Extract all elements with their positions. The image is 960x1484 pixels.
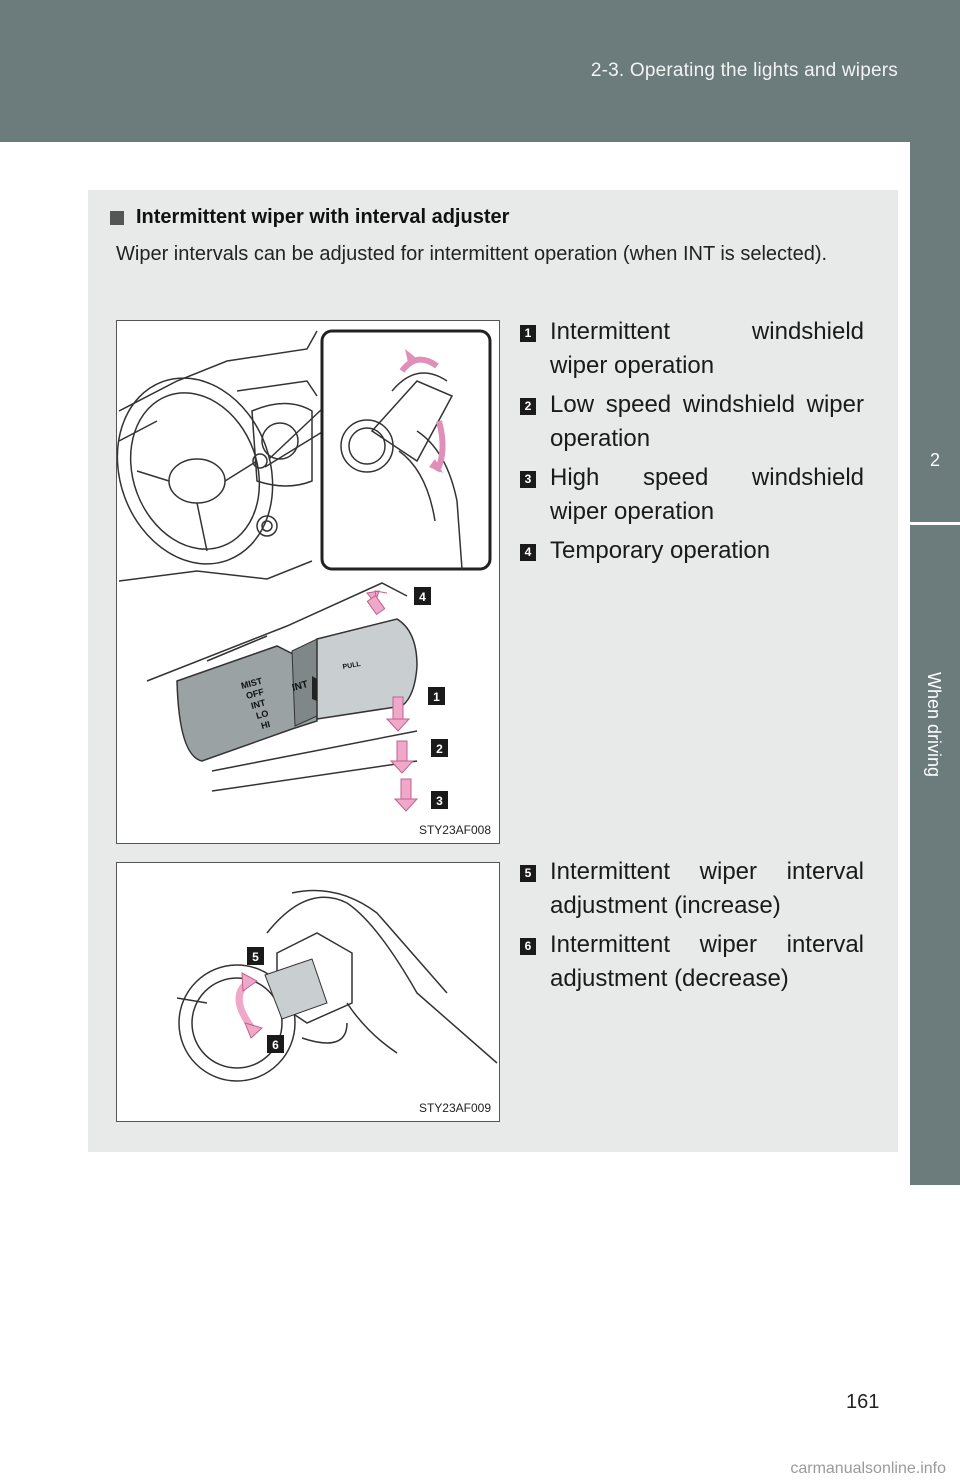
- figure-interval-adjuster: 5 6 STY23AF009: [116, 862, 500, 1122]
- item-number-badge: 2: [520, 398, 536, 415]
- list-item: 2 Low speed windshield wiper operation: [520, 388, 864, 456]
- stalk-label-off: OFF: [245, 686, 265, 700]
- figure-code: STY23AF009: [418, 1101, 491, 1115]
- item-text-line1: Intermittent wiper interval: [550, 858, 864, 885]
- callout-5: 5: [247, 947, 264, 965]
- callout-2: 2: [431, 739, 448, 757]
- wiper-stalk-illustration: MIST OFF INT LO HI INT PULL 4 1: [116, 329, 492, 812]
- item-list-interval: 5 Intermittent wiper interval adjustment…: [520, 855, 864, 1001]
- item-text-line1: Intermittent windshield: [550, 318, 864, 345]
- svg-text:3: 3: [436, 794, 443, 808]
- box-heading: Intermittent wiper with interval adjuste…: [110, 206, 509, 229]
- svg-text:5: 5: [252, 950, 259, 964]
- stalk-knob[interactable]: [316, 618, 418, 720]
- item-number-badge: 4: [520, 544, 536, 561]
- figure-code: STY23AF008: [418, 823, 491, 837]
- inset-frame: [320, 329, 492, 571]
- svg-text:4: 4: [419, 590, 426, 604]
- stalk-label-int: INT: [250, 697, 267, 711]
- list-item: 6 Intermittent wiper interval adjustment…: [520, 928, 864, 996]
- chapter-tab-bottom: [910, 522, 960, 1185]
- page-number: 161: [846, 1391, 880, 1413]
- list-item: 3 High speed windshield wiper operation: [520, 461, 864, 529]
- info-box: Intermittent wiper with interval adjuste…: [88, 190, 898, 1152]
- item-list-operations: 1 Intermittent windshield wiper operatio…: [520, 315, 864, 573]
- chapter-number: 2: [929, 450, 940, 470]
- item-text-line2: operation: [550, 425, 651, 452]
- item-text-line2: wiper operation: [550, 352, 715, 379]
- chapter-name: When driving: [924, 672, 944, 778]
- item-text-line1: Intermittent wiper interval: [550, 931, 864, 958]
- item-text-line2: wiper operation: [550, 498, 715, 525]
- stalk-label-lo: LO: [255, 708, 270, 721]
- svg-text:2: 2: [436, 742, 443, 756]
- list-item: 4 Temporary operation: [520, 534, 864, 568]
- item-text-line1: Temporary operation: [550, 537, 771, 564]
- item-text-line1: Low speed windshield wiper: [550, 391, 864, 418]
- item-text-line1: High speed windshield: [550, 464, 864, 491]
- arrow-down-icon-3: [400, 778, 412, 800]
- up-arrow-icon: [399, 356, 439, 373]
- interval-adjuster-illustration: 5 6: [176, 889, 498, 1082]
- item-number-badge: 1: [520, 325, 536, 342]
- stalk-label-hi: HI: [260, 719, 271, 731]
- callout-3: 3: [431, 791, 448, 809]
- svg-text:6: 6: [272, 1038, 279, 1052]
- item-number-badge: 6: [520, 938, 536, 955]
- item-text-line2: adjustment (increase): [550, 892, 781, 919]
- watermark: carmanualsonline.info: [790, 1460, 946, 1477]
- callout-6: 6: [267, 1035, 284, 1053]
- list-item: 5 Intermittent wiper interval adjustment…: [520, 855, 864, 923]
- section-title: 2-3. Operating the lights and wipers: [590, 60, 898, 81]
- page-header: 2-3. Operating the lights and wipers: [0, 0, 960, 142]
- callout-1: 1: [428, 687, 445, 705]
- figure-wiper-stalk: MIST OFF INT LO HI INT PULL 4 1: [116, 320, 500, 844]
- square-bullet-icon: [110, 210, 124, 225]
- svg-text:1: 1: [433, 690, 440, 704]
- chapter-tab-top: 2: [910, 142, 960, 522]
- box-heading-text: Intermittent wiper with interval adjuste…: [136, 206, 510, 228]
- item-number-badge: 3: [520, 471, 536, 488]
- box-intro: Wiper intervals can be adjusted for inte…: [116, 243, 828, 265]
- knob-label-pull: PULL: [342, 661, 362, 671]
- chapter-tab[interactable]: 2 When driving: [910, 142, 960, 1185]
- item-text-line2: adjustment (decrease): [550, 965, 789, 992]
- ring-label-int: INT: [291, 679, 309, 694]
- arrow-down-icon-1: [392, 696, 404, 720]
- list-item: 1 Intermittent windshield wiper operatio…: [520, 315, 864, 383]
- arrow-down-icon-2: [396, 740, 408, 762]
- adjuster-ring[interactable]: [264, 958, 328, 1020]
- callout-4: 4: [414, 587, 431, 605]
- item-number-badge: 5: [520, 865, 536, 882]
